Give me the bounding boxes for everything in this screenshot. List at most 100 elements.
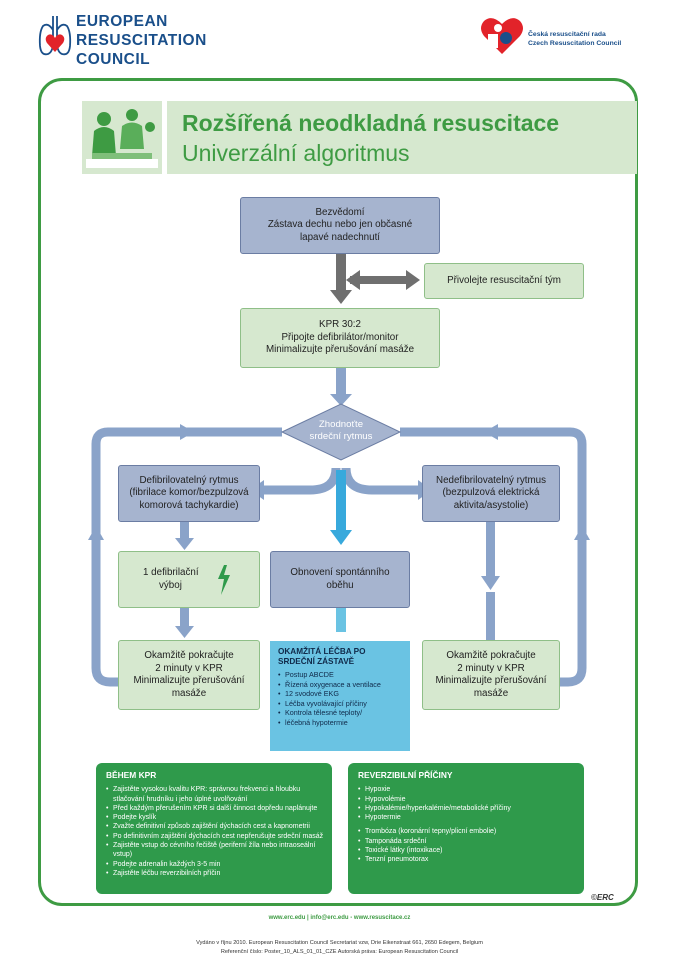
box-line: 1 defibrilační [143,567,199,578]
list-item: Zajistěte vstup do cévního řečiště (peri… [106,841,322,851]
box-line: Minimalizujte přerušování [435,675,547,686]
rescuers-illustration [82,101,162,174]
erc-logo [38,12,72,62]
list-item: Hypovolémie [358,795,574,805]
box-line: Defibrilovatelný rytmus [139,474,239,486]
post-arrest-box: OKAMŽITÁ LÉČBA PO SRDEČNÍ ZÁSTAVĚ Postup… [270,641,410,751]
lungs-heart-icon [38,16,72,56]
list-item: Trombóza (koronární tepny/plicní embolie… [358,827,574,837]
box-line: Připojte defibrilátor/monitor [281,331,399,343]
box-line: masáže [473,687,509,699]
loop-right [400,424,590,687]
list-item: Léčba vyvolávající příčiny [278,699,402,709]
list-item: Podejte kyslík [106,813,322,823]
box-line: Minimalizujte přerušování masáže [265,344,415,356]
call-team-box: Přivolejte resuscitační tým [424,263,584,299]
box-line: OKAMŽITÁ LÉČBA PO [278,647,366,656]
erc-signature: ©ERC [591,893,614,902]
box-line: SRDEČNÍ ZÁSTAVĚ [278,657,355,666]
list-item: Zajistěte vysokou kvalitu KPR: správnou … [106,785,322,795]
crr-name: Česká resuscitační rada Czech Resuscitat… [528,30,621,48]
box-line: Okamžitě pokračujte [446,650,536,661]
assess-diamond [280,403,402,461]
poster-frame [38,78,638,906]
reversible-causes-box: REVERZIBILNÍ PŘÍČINY Hypoxie Hypovolémie… [348,763,584,894]
box-line: aktivita/asystolie) [453,499,529,511]
loop-left [88,424,282,687]
title-band [167,101,637,174]
list-item: Toxické látky (intoxikace) [358,846,574,856]
shockable-box: Defibrilovatelný rytmus (fibrilace komor… [118,465,260,522]
list-item: Podejte adrenalin každých 3-5 min [106,860,322,870]
footer-links[interactable]: www.erc.edu | info@erc.edu - www.resusci… [268,915,411,921]
page-title: Rozšířená neodkladná resuscitace [182,110,560,136]
erc-line: EUROPEAN [76,13,168,30]
rosc-box: Obnovení spontánního oběhu [270,551,410,608]
resuscitation-photo [82,101,162,174]
list-item: Před každým přerušením KPR si další činn… [106,804,322,814]
page-subtitle: Univerzální algoritmus [182,140,410,166]
list-item: Postup ABCDE [278,670,402,680]
crr-logo [478,14,526,58]
assess-label: Zhodnoťte srdeční rytmus [291,419,391,443]
box-line: Nedefibrilovatelný rytmus [436,474,546,486]
box-line: Minimalizujte přerušování [133,675,245,686]
list-item: Po definitivním zajištění dýchacích cest… [106,832,323,842]
crr-line: Czech Resuscitation Council [528,40,622,47]
box-line: Obnovení spontánního [290,567,390,578]
post-arrest-heading: OKAMŽITÁ LÉČBA PO SRDEČNÍ ZÁSTAVĚ [278,647,402,667]
box-line: KPR 30:2 [319,319,361,331]
box-line: 2 minuty v KPR [457,662,525,674]
list-item: Zajistěte léčbu reverzibilních příčin [106,869,322,879]
arrow-nonshockable-down [481,522,500,640]
crr-line: Česká resuscitační rada [528,31,606,38]
box-line: oběhu [326,579,354,591]
list-item: Řízená oxygenace a ventilace [278,680,402,690]
box-line: Bezvědomí [315,206,365,218]
during-cpr-box: BĚHEM KPR Zajistěte vysokou kvalitu KPR:… [96,763,332,894]
arrow-to-assess [330,366,352,406]
heart-person-icon [481,18,523,55]
box-line: masáže [171,687,207,699]
cpr-box: KPR 30:2 Připojte defibrilátor/monitor M… [240,308,440,368]
arrow-shockable-down [175,522,194,638]
box-line: Přivolejte resuscitační tým [447,274,561,286]
arrow-to-post-arrest [336,608,346,632]
box-line: lapavé nadechnutí [299,231,381,243]
branch-nonshockable [341,467,420,495]
erc-name: EUROPEAN RESUSCITATION COUNCIL [76,12,207,69]
nonshockable-box: Nedefibrilovatelný rytmus (bezpulzová el… [422,465,560,522]
unresponsive-box: Bezvědomí Zástava dechu nebo jen občasné… [240,197,440,254]
list-item: Tenzní pneumotorax [358,855,574,865]
box-line: Zástava dechu nebo jen občasné [267,219,413,231]
box-line: 2 minuty v KPR [155,662,223,674]
shock-box: 1 defibrilační výboj [118,551,260,608]
resume-cpr-left-box: Okamžitě pokračujte 2 minuty v KPR Minim… [118,640,260,710]
footer-issued: Vydáno v říjnu 2010. European Resuscitat… [196,940,483,946]
list-item: Hypoxie [358,785,574,795]
during-cpr-heading: BĚHEM KPR [106,770,157,780]
reversible-group-1: Hypoxie Hypovolémie Hypokalémie/hyperkal… [358,785,574,822]
footer-reference: Referenční číslo: Poster_10_ALS_01_01_CZ… [220,949,459,955]
list-item: 12 svodové EKG [278,689,402,699]
list-item: Kontrola tělesné teploty/ [278,708,402,718]
post-arrest-list: Postup ABCDE Řízená oxygenace a ventilac… [278,670,402,728]
list-item-continuation: vstup) [113,851,133,859]
reversible-group-2: Trombóza (koronární tepny/plicní embolie… [358,827,574,864]
erc-line: COUNCIL [76,51,151,68]
branch-shockable [262,467,341,495]
arrow-to-rosc [330,470,352,545]
list-item: Tamponáda srdeční [358,837,574,847]
list-item-continuation: stlačování hrudníku i jeho úplné uvolňov… [113,795,248,803]
box-line: srdeční rytmus [309,431,373,442]
erc-line: RESUSCITATION [76,32,207,49]
list-item: Hypokalémie/hyperkalémie/metabolické pří… [358,804,574,814]
reversible-heading: REVERZIBILNÍ PŘÍČINY [358,770,453,780]
during-cpr-list: Zajistěte vysokou kvalitu KPR: správnou … [106,785,323,879]
box-line: (bezpulzová elektrická [442,487,540,499]
list-item: Zvažte definitivní způsob zajištění dých… [106,822,322,832]
resume-cpr-right-box: Okamžitě pokračujte 2 minuty v KPR Minim… [422,640,560,710]
box-line: Zhodnoťte [318,419,364,430]
box-line: výboj [159,579,182,591]
